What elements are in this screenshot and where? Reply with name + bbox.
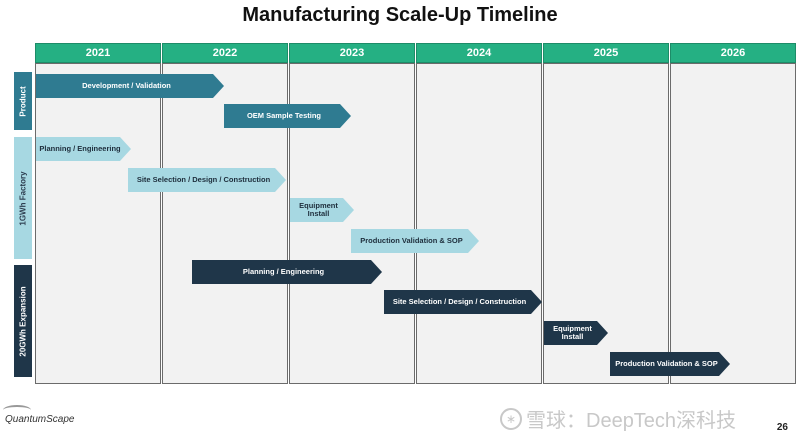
- task-arrow-20gwh-site-selection: Site Selection / Design / Construction: [384, 290, 542, 314]
- year-column-2024: [416, 63, 542, 384]
- year-header-2022: 2022: [162, 43, 288, 63]
- section-label-20gwh-expansion-text: 20GWh Expansion: [18, 285, 28, 357]
- year-column-2026: [670, 63, 796, 384]
- task-arrow-1gwh-site-selection: Site Selection / Design / Construction: [128, 168, 286, 192]
- watermark-text: 雪球：DeepTech深科技: [526, 410, 737, 432]
- year-header-2023: 2023: [289, 43, 415, 63]
- task-arrow-development-validation: Development / Validation: [36, 74, 224, 98]
- task-arrow-20gwh-production-validation: Production Validation & SOP: [610, 352, 730, 376]
- company-logo: QuantumScape: [5, 414, 75, 425]
- section-label-1gwh-factory-text: 1GWh Factory: [18, 170, 28, 226]
- page-number: 26: [776, 422, 788, 433]
- section-label-1gwh-factory: 1GWh Factory: [14, 137, 32, 259]
- logo-swoosh-icon: [3, 405, 31, 415]
- year-header-2024: 2024: [416, 43, 542, 63]
- task-arrow-oem-sample-testing: OEM Sample Testing: [224, 104, 351, 128]
- task-arrow-20gwh-planning-engineering: Planning / Engineering: [192, 260, 382, 284]
- snowball-icon: ∗: [500, 407, 522, 430]
- task-arrow-20gwh-equipment-install: Equipment Install: [544, 321, 608, 345]
- year-header-2021: 2021: [35, 43, 161, 63]
- year-header-2025: 2025: [543, 43, 669, 63]
- section-label-20gwh-expansion: 20GWh Expansion: [14, 265, 32, 377]
- watermark: ∗ 雪球：DeepTech深科技: [500, 404, 736, 433]
- section-label-product-text: Product: [18, 85, 28, 117]
- task-arrow-1gwh-production-validation: Production Validation & SOP: [351, 229, 479, 253]
- task-arrow-1gwh-planning-engineering: Planning / Engineering: [36, 137, 131, 161]
- year-header-2026: 2026: [670, 43, 796, 63]
- section-label-product: Product: [14, 72, 32, 130]
- year-column-2021: [35, 63, 161, 384]
- page-title: Manufacturing Scale-Up Timeline: [242, 4, 558, 26]
- task-arrow-1gwh-equipment-install: Equipment Install: [290, 198, 354, 222]
